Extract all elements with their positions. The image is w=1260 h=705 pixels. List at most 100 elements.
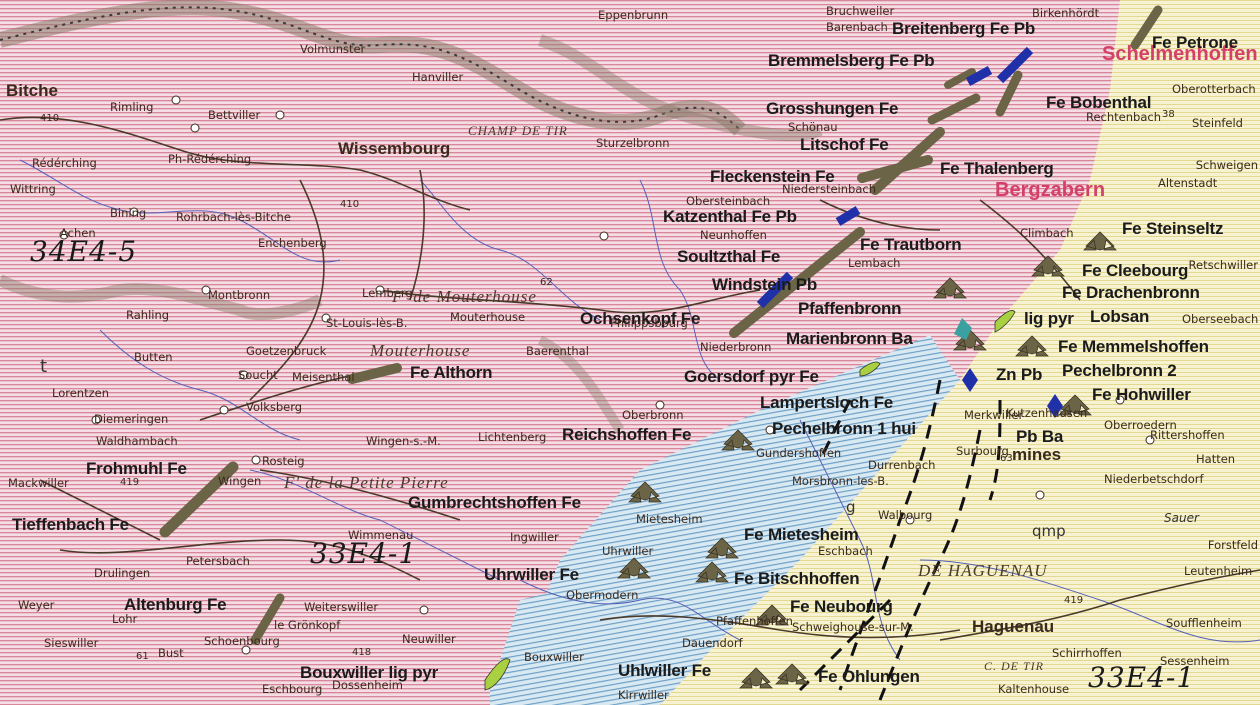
town-label: Volksberg xyxy=(246,400,303,414)
deposit-label: Fleckenstein Fe xyxy=(710,167,835,186)
road-number: 410 xyxy=(40,113,60,124)
label-soultz: mines xyxy=(1012,445,1062,464)
town-label: Dossenheim xyxy=(332,678,403,692)
internal-boundary-3 xyxy=(537,335,625,433)
town-label: Rimling xyxy=(110,100,154,114)
town-label: Dauendorf xyxy=(682,636,743,650)
deposit-label: Goersdorf pyr Fe xyxy=(684,367,819,386)
town-label: Ingwiller xyxy=(510,530,559,544)
town-label: Philippsbourg xyxy=(610,316,688,330)
town-label: Bust xyxy=(158,646,184,660)
town-label: Eppenbrunn xyxy=(598,8,669,22)
town-label: Durrenbach xyxy=(868,458,936,472)
town-label: Oberseebach xyxy=(1182,312,1259,326)
town-label: Steinfeld xyxy=(1192,116,1243,130)
handwritten-annotation: 33E4-1 xyxy=(310,537,418,570)
town-label: Rohrbach-lès-Bitche xyxy=(176,210,291,224)
town-markers xyxy=(59,95,1155,655)
town-label: Birkenhördt xyxy=(1032,6,1100,20)
town-label: Mouterhouse xyxy=(450,310,526,324)
town-label: Wimmenau xyxy=(348,528,414,542)
label-haguenau: Haguenau xyxy=(972,617,1055,636)
town-label: Obersteinbach xyxy=(686,194,771,208)
town-label: Sieswiller xyxy=(44,636,99,650)
label-mines: Bitche xyxy=(6,81,58,100)
deposit-label: Uhlwiller Fe xyxy=(618,661,712,680)
internal-boundary xyxy=(0,274,323,321)
town-label: Hanviller xyxy=(412,70,464,84)
town-label: Butten xyxy=(134,350,173,364)
town-label: Kutzenhausen xyxy=(1006,406,1088,420)
handwritten-annotation: 34E4-5 xyxy=(30,235,138,268)
town-label: Rechtenbach xyxy=(1086,110,1161,124)
road-number: 38 xyxy=(1162,109,1175,120)
deposit-label: Fe Memmelshoffen xyxy=(1058,337,1209,356)
geology-code: qmp xyxy=(1032,522,1066,540)
deposit-label: Soultzthal Fe xyxy=(677,247,781,266)
deposit-label: Frohmuhl Fe xyxy=(86,459,187,478)
deposit-label: Windstein Pb xyxy=(712,275,818,294)
town-label: Schirrhoffen xyxy=(1052,646,1122,660)
town-label: Climbach xyxy=(1020,226,1074,240)
town-label: Volmunster xyxy=(300,42,366,56)
region-label: F' de Mouterhouse xyxy=(392,287,537,306)
town-label: Rédérching xyxy=(32,156,97,170)
town-label: Mackwiller xyxy=(8,476,69,490)
town-label: Ph-Rédérching xyxy=(168,152,252,166)
deposit-label: Fe Neubourg xyxy=(790,597,893,616)
deposit-label: Fe Mietesheim xyxy=(744,525,859,544)
deposit-label: Altenburg Fe xyxy=(124,595,227,614)
deposit-label: Fe Thalenberg xyxy=(940,159,1054,178)
deposit-label: Fe Trautborn xyxy=(860,235,962,254)
deposit-clusters xyxy=(617,231,1117,689)
plain-zone xyxy=(660,0,1260,705)
town-label: Lemberg xyxy=(362,286,413,300)
town-label: Weiterswiller xyxy=(304,600,379,614)
national-border xyxy=(0,0,746,136)
town-label: Goetzenbruck xyxy=(246,344,327,358)
town-label: Schoenbourg xyxy=(204,634,280,648)
town-label: Mietesheim xyxy=(636,512,703,526)
marl-zone xyxy=(500,335,960,705)
town-label: Diemeringen xyxy=(94,412,169,426)
deposit-label: Pechelbronn 2 xyxy=(1062,361,1177,380)
town-label: Niederbronn xyxy=(700,340,772,354)
deposit-label: Fe Hohwiller xyxy=(1092,385,1191,404)
deposit-label: Fe Bobenthal xyxy=(1046,93,1152,112)
deposit-label: lig pyr xyxy=(1024,309,1074,328)
town-label: Sessenheim xyxy=(1160,654,1230,668)
town-label: Neunhoffen xyxy=(700,228,767,242)
town-label: Rosteig xyxy=(262,454,305,468)
town-label: Obermodern xyxy=(566,588,639,602)
road-number: 62 xyxy=(540,277,553,288)
town-label: Pfaffenhoffen xyxy=(716,614,793,628)
town-label: Gundershoffen xyxy=(756,446,842,460)
town-label: Wittring xyxy=(10,182,56,196)
town-label: Niedersteinbach xyxy=(782,182,876,196)
town-label: Eschbourg xyxy=(262,682,323,696)
town-label: Petersbach xyxy=(186,554,250,568)
deposit-label: Katzenthal Fe Pb xyxy=(663,207,797,226)
town-label: Soucht xyxy=(238,368,278,382)
town-label: Barenbach xyxy=(826,20,888,34)
label-bergzabern: Schelmenhoffen xyxy=(1102,43,1258,65)
road-number: 419 xyxy=(120,477,140,488)
town-label: Bettviller xyxy=(208,108,261,122)
region-label: DE HAGUENAU xyxy=(918,561,1048,580)
town-label: Niederbetschdorf xyxy=(1104,472,1204,486)
town-label: Lohr xyxy=(112,612,138,626)
deposit-label: Litschof Fe xyxy=(800,135,889,154)
deposit-label: Fe Ohlungen xyxy=(818,667,920,686)
town-label: Enchenberg xyxy=(258,236,327,250)
road-number: 63 xyxy=(1000,453,1013,464)
region-label: C. DE TIR xyxy=(984,659,1044,673)
deposit-label: Pfaffenbronn xyxy=(798,299,902,318)
town-label: Eschbach xyxy=(818,544,873,558)
deposit-label: Grosshungen Fe xyxy=(766,99,899,118)
blue-inlier xyxy=(490,590,580,705)
town-label: Surbourg xyxy=(956,444,1009,458)
town-label: Achen xyxy=(60,226,96,240)
mineral-symbols xyxy=(484,310,1063,691)
